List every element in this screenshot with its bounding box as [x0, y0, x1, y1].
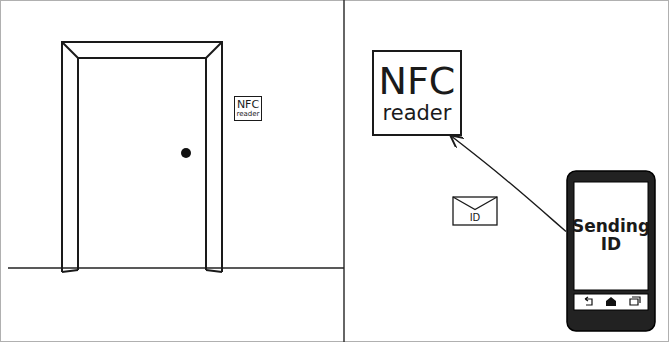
frame-base: [62, 270, 78, 272]
node-content: ID: [452, 210, 498, 227]
node-label: NFC: [237, 99, 259, 111]
reader-box: NFCreader: [372, 50, 462, 136]
back-icon: [585, 297, 592, 305]
node-label: Sending ID: [572, 218, 650, 254]
node-label: ID: [470, 213, 481, 224]
arrow-connector: [451, 136, 566, 232]
envelope-body: [453, 197, 497, 225]
door-knob: [181, 148, 191, 158]
frame-corner: [62, 42, 78, 58]
door-frame-outer: [62, 42, 222, 272]
frame-base: [206, 270, 222, 272]
door: [62, 42, 222, 272]
node-content: NFCreader: [235, 97, 261, 120]
phone-body: [567, 171, 655, 331]
envelope-flap: [453, 197, 497, 210]
node-label: NFC: [379, 62, 456, 102]
panel-divider: [343, 0, 345, 342]
node-content: Sending ID: [576, 184, 646, 288]
frame-corner: [206, 42, 222, 58]
node-sublabel: reader: [237, 111, 260, 118]
phone: Sending ID: [566, 170, 656, 332]
node-sublabel: reader: [383, 102, 452, 124]
node-content: NFCreader: [374, 52, 460, 134]
phone-nav-bar: [574, 294, 648, 310]
home-icon: [606, 297, 616, 306]
floor-line: [8, 267, 344, 269]
apps-icon: [630, 297, 640, 305]
door-frame-inner: [78, 58, 206, 270]
reader-box: NFCreader: [234, 96, 262, 121]
id-envelope: ID: [452, 196, 498, 226]
